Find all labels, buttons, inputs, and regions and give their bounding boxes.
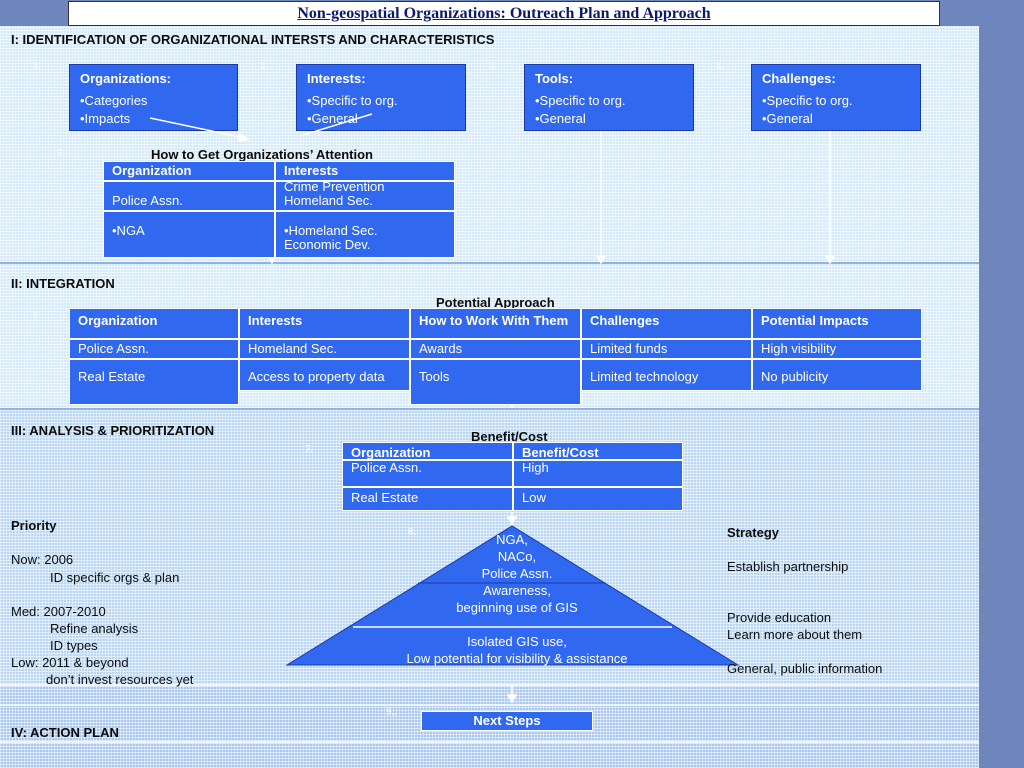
step-number-7: 7. <box>305 443 314 455</box>
table-cell: Police Assn. <box>103 181 275 211</box>
box-item: •Specific to org. <box>307 93 398 108</box>
table-header: Interests <box>275 161 455 181</box>
section-2-heading: II: INTEGRATION <box>11 276 115 291</box>
challenges-box: Challenges: •Specific to org. •General <box>751 64 921 131</box>
section-1-heading: I: IDENTIFICATION OF ORGANIZATIONAL INTE… <box>11 32 495 47</box>
pyramid-bottom-line: Low potential for visibility & assistanc… <box>406 651 628 666</box>
step-number-5: 5. <box>57 147 66 159</box>
table-cell: Limited technology <box>581 359 752 391</box>
section-4-band <box>0 686 979 768</box>
table-cell: No publicity <box>752 359 922 391</box>
cell-text: •Homeland Sec. <box>284 223 378 238</box>
interests-box: Interests: •Specific to org. •General <box>296 64 466 131</box>
priority-line: ID types <box>50 638 98 653</box>
cell-text: Homeland Sec. <box>284 193 373 208</box>
table-header: Challenges <box>581 308 752 339</box>
table-cell: Awards <box>410 339 581 359</box>
table-cell: •NGA <box>103 211 275 258</box>
table-cell: High visibility <box>752 339 922 359</box>
box-item: •Specific to org. <box>535 93 626 108</box>
strategy-item: General, public information <box>727 661 883 676</box>
section-3-heading: III: ANALYSIS & PRIORITIZATION <box>11 423 215 438</box>
step-number-9: 9.. <box>386 706 397 718</box>
strategy-item: Learn more about them <box>727 627 863 642</box>
step-number-3: 3. <box>489 60 498 72</box>
table-header: Organization <box>342 442 513 460</box>
strategy-item: Establish partnership <box>727 559 849 574</box>
cell-text: •NGA <box>112 223 145 238</box>
table-header: How to Work With Them <box>410 308 581 339</box>
box-title: Challenges: <box>762 71 836 86</box>
approach-caption: Potential Approach <box>436 295 555 310</box>
table-cell: Real Estate <box>69 359 239 405</box>
step-number-2: 2. <box>260 60 269 72</box>
box-item: •Specific to org. <box>762 93 853 108</box>
table-cell: Access to property data <box>239 359 410 391</box>
table-cell: High <box>513 460 683 487</box>
step-number-4: 4. <box>716 60 725 72</box>
step-number-1: 1. <box>33 60 42 72</box>
divider <box>0 684 979 686</box>
next-steps-box: Next Steps <box>421 711 593 731</box>
table-cell: Tools <box>410 359 581 405</box>
box-item: •General <box>762 111 813 126</box>
table-cell: Homeland Sec. <box>239 339 410 359</box>
strategy-heading: Strategy <box>727 525 780 540</box>
right-frame-bar <box>979 0 1024 768</box>
organizations-box: Organizations: •Categories •Impacts <box>69 64 238 131</box>
attention-caption: How to Get Organizations’ Attention <box>151 147 373 162</box>
step-number-8: 8. <box>408 526 417 538</box>
box-title: Organizations: <box>80 71 172 86</box>
benefit-caption: Benefit/Cost <box>471 429 548 444</box>
connector-lines <box>149 113 836 704</box>
box-item: •Categories <box>80 93 148 108</box>
box-item: •General <box>535 111 586 126</box>
box-title: Interests: <box>307 71 366 86</box>
priority-pyramid <box>285 525 740 666</box>
table-header: Potential Impacts <box>752 308 922 339</box>
priority-line: Med: 2007-2010 <box>11 604 106 619</box>
table-cell: Crime Prevention Homeland Sec. <box>275 179 455 211</box>
table-header: Benefit/Cost <box>513 442 683 460</box>
cell-text: Economic Dev. <box>284 237 371 252</box>
strategy-item: Provide education <box>727 610 832 625</box>
title-box: Non-geospatial Organizations: Outreach P… <box>68 1 940 26</box>
table-cell: Police Assn. <box>69 339 239 359</box>
table-cell: Police Assn. <box>342 460 513 487</box>
pyramid-bottom-line: Isolated GIS use, <box>467 634 567 649</box>
pyramid-middle-line: Awareness, <box>483 583 551 598</box>
table-header: Organization <box>103 161 275 181</box>
pyramid-top-line: NGA, <box>496 532 528 547</box>
table-cell: Low <box>513 487 683 511</box>
table-header: Organization <box>69 308 239 339</box>
divider <box>0 408 979 410</box>
pyramid-middle-line: beginning use of GIS <box>456 600 578 615</box>
priority-line: Now: 2006 <box>11 552 74 567</box>
priority-heading: Priority <box>11 518 57 533</box>
page-title: Non-geospatial Organizations: Outreach P… <box>297 5 711 22</box>
box-item: •Impacts <box>80 111 131 126</box>
table-cell: Limited funds <box>581 339 752 359</box>
divider <box>0 262 979 264</box>
table-cell: •Homeland Sec. Economic Dev. <box>275 211 455 258</box>
tools-box: Tools: •Specific to org. •General <box>524 64 694 131</box>
priority-line: Refine analysis <box>50 621 139 636</box>
table-header: Interests <box>239 308 410 339</box>
box-title: Tools: <box>535 71 574 86</box>
divider <box>0 741 979 743</box>
priority-line: Low: 2011 & beyond <box>11 655 129 670</box>
priority-line: don’t invest resources yet <box>46 672 194 687</box>
section-4-heading: IV: ACTION PLAN <box>11 725 119 740</box>
divider <box>0 704 979 706</box>
priority-line: ID specific orgs & plan <box>50 570 180 585</box>
pyramid-top-line: NACo, <box>497 549 537 564</box>
table-cell: Real Estate <box>342 487 513 511</box>
cell-text: Crime Prevention <box>284 179 385 194</box>
step-number-6: 6. <box>33 310 42 322</box>
pyramid-top-line: Police Assn. <box>481 566 553 581</box>
cell-text: Police Assn. <box>112 193 183 208</box>
